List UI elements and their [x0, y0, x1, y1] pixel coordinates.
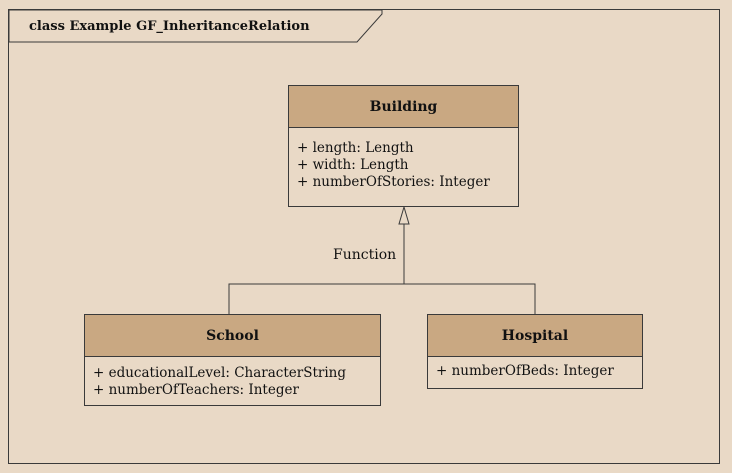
- attribute-list: + length: Length + width: Length + numbe…: [289, 128, 518, 191]
- class-name-building: Building: [289, 86, 518, 128]
- class-building[interactable]: Building + length: Length + width: Lengt…: [288, 85, 519, 207]
- attribute: + numberOfTeachers: Integer: [93, 382, 299, 398]
- attribute: + length: Length: [297, 140, 414, 156]
- generalization-arrowhead: [398, 205, 410, 225]
- class-name-hospital: Hospital: [428, 315, 642, 357]
- attribute: + educationalLevel: CharacterString: [93, 365, 346, 381]
- attribute: + numberOfBeds: Integer: [436, 363, 614, 379]
- attribute-list: + educationalLevel: CharacterString + nu…: [85, 357, 380, 399]
- frame-title: class Example GF_InheritanceRelation: [29, 19, 310, 34]
- connector-line: [228, 283, 536, 314]
- class-hospital[interactable]: Hospital + numberOfBeds: Integer: [427, 314, 643, 389]
- attribute-list: + numberOfBeds: Integer: [428, 357, 642, 380]
- relation-label: Function: [333, 247, 397, 263]
- class-school[interactable]: School + educationalLevel: CharacterStri…: [84, 314, 381, 406]
- attribute: + width: Length: [297, 157, 409, 173]
- attribute: + numberOfStories: Integer: [297, 174, 490, 190]
- frame-title-tab: [9, 10, 383, 43]
- class-name-school: School: [85, 315, 380, 357]
